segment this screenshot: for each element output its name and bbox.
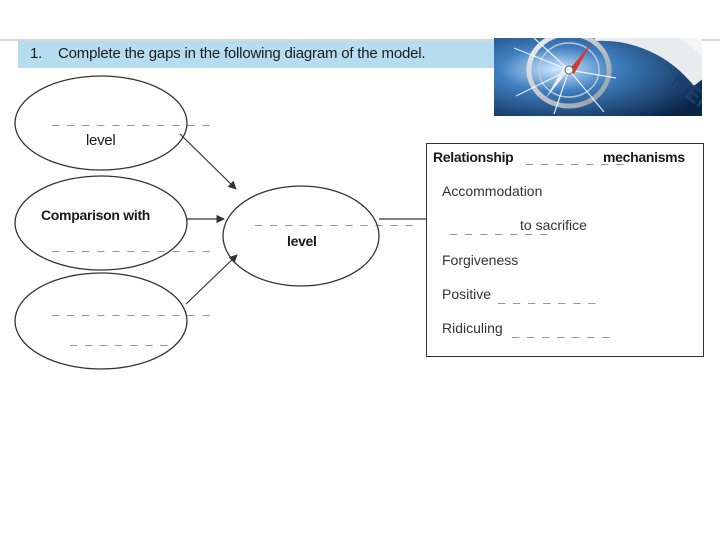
mechanism-ridiculing: Ridiculing xyxy=(442,320,503,336)
relationship-title-left: Relationship xyxy=(433,149,514,165)
blank-left-bottom-2[interactable]: _ _ _ _ _ _ _ xyxy=(70,332,168,346)
relationship-title-right: mechanisms xyxy=(603,149,685,165)
left-top-label: level xyxy=(86,132,116,149)
blank-left-bottom-1[interactable]: _ _ _ _ _ _ _ _ _ _ _ xyxy=(52,302,211,316)
left-middle-label: Comparison with xyxy=(41,207,151,223)
instruction-text: Complete the gaps in the following diagr… xyxy=(58,45,426,62)
center-label: level xyxy=(287,233,317,249)
blank-relationship-title[interactable]: _ _ _ _ _ _ _ xyxy=(526,151,624,165)
blank-left-top[interactable]: _ _ _ _ _ _ _ _ _ _ _ xyxy=(52,112,211,126)
instruction: 1. Complete the gaps in the following di… xyxy=(30,45,426,62)
blank-sacrifice[interactable]: _ _ _ _ _ _ _ xyxy=(450,221,548,235)
top-rule xyxy=(0,39,720,41)
blank-left-middle[interactable]: _ _ _ _ _ _ _ _ _ _ _ xyxy=(52,238,211,252)
arrow-bottom-to-center xyxy=(185,254,238,305)
arrow-top-to-center xyxy=(179,133,237,190)
compass-icon: MENT xyxy=(494,38,702,116)
left-top-ellipse xyxy=(14,75,188,171)
left-bottom-ellipse xyxy=(14,272,188,370)
center-ellipse xyxy=(222,185,380,287)
instruction-band xyxy=(18,41,506,68)
header-photo: MENT xyxy=(494,38,702,116)
instruction-number: 1. xyxy=(30,45,43,62)
left-middle-ellipse xyxy=(14,175,188,271)
mechanism-positive: Positive xyxy=(442,286,492,302)
relationship-box xyxy=(426,143,704,357)
blank-center[interactable]: _ _ _ _ _ _ _ _ _ _ _ xyxy=(255,212,414,226)
blank-positive[interactable]: _ _ _ _ _ _ _ xyxy=(498,290,596,304)
blank-ridiculing[interactable]: _ _ _ _ _ _ _ xyxy=(512,324,610,338)
mechanism-accommodation: Accommodation xyxy=(442,183,543,199)
mechanism-sacrifice: to sacrifice xyxy=(520,217,587,233)
mechanism-forgiveness: Forgiveness xyxy=(442,252,519,268)
